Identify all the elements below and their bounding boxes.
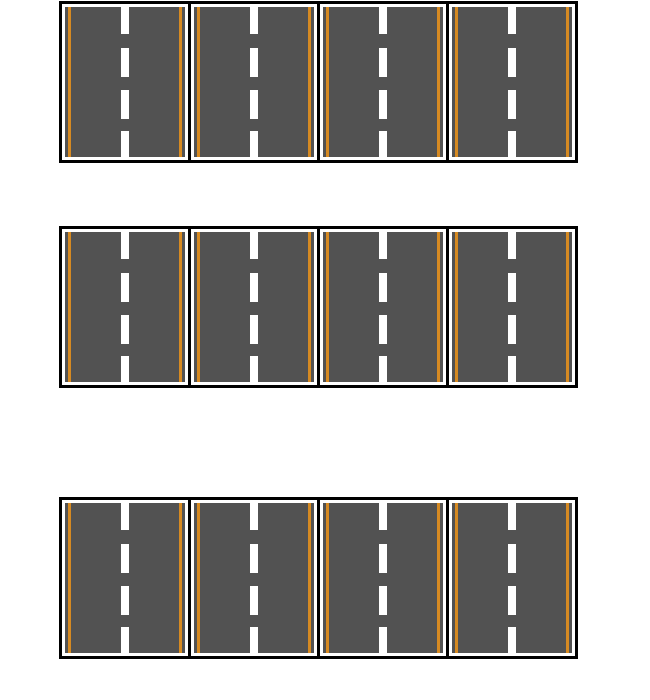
center-dash bbox=[121, 315, 129, 344]
right-edge-line bbox=[308, 503, 311, 653]
road-tile[interactable] bbox=[191, 500, 320, 656]
road-row-1 bbox=[59, 1, 578, 163]
center-dash bbox=[379, 273, 387, 302]
center-dash bbox=[121, 501, 129, 530]
center-dash bbox=[508, 356, 516, 385]
center-dash bbox=[508, 544, 516, 573]
center-dash bbox=[379, 356, 387, 385]
center-dash bbox=[121, 230, 129, 259]
center-dash bbox=[508, 131, 516, 160]
center-dash bbox=[250, 273, 258, 302]
center-dash bbox=[250, 5, 258, 34]
right-edge-line bbox=[437, 7, 440, 157]
center-dash bbox=[508, 5, 516, 34]
center-dash bbox=[379, 90, 387, 119]
asphalt bbox=[452, 5, 572, 160]
center-dash bbox=[508, 586, 516, 615]
right-edge-line bbox=[566, 232, 569, 382]
left-edge-line bbox=[197, 7, 200, 157]
road-tile[interactable] bbox=[62, 4, 191, 160]
center-dash bbox=[250, 315, 258, 344]
road-tile[interactable] bbox=[191, 4, 320, 160]
asphalt bbox=[65, 5, 185, 160]
center-dash bbox=[379, 5, 387, 34]
road-tile[interactable] bbox=[320, 229, 449, 385]
right-edge-line bbox=[179, 503, 182, 653]
right-edge-line bbox=[308, 232, 311, 382]
center-dash bbox=[379, 501, 387, 530]
road-row-3 bbox=[59, 497, 578, 659]
center-dash bbox=[250, 90, 258, 119]
left-edge-line bbox=[68, 7, 71, 157]
center-dash bbox=[508, 501, 516, 530]
center-dash bbox=[379, 131, 387, 160]
center-dash bbox=[508, 273, 516, 302]
center-dash bbox=[121, 544, 129, 573]
asphalt bbox=[452, 501, 572, 656]
center-dash bbox=[508, 230, 516, 259]
road-tile[interactable] bbox=[191, 229, 320, 385]
road-row-2 bbox=[59, 226, 578, 388]
center-dash bbox=[250, 48, 258, 77]
left-edge-line bbox=[197, 503, 200, 653]
road-tile[interactable] bbox=[449, 4, 575, 160]
asphalt bbox=[194, 230, 314, 385]
asphalt bbox=[452, 230, 572, 385]
asphalt bbox=[65, 501, 185, 656]
left-edge-line bbox=[197, 232, 200, 382]
center-dash bbox=[379, 48, 387, 77]
right-edge-line bbox=[179, 7, 182, 157]
center-dash bbox=[121, 586, 129, 615]
center-dash bbox=[250, 131, 258, 160]
center-dash bbox=[121, 131, 129, 160]
right-edge-line bbox=[308, 7, 311, 157]
center-dash bbox=[379, 586, 387, 615]
center-dash bbox=[250, 586, 258, 615]
right-edge-line bbox=[437, 503, 440, 653]
left-edge-line bbox=[455, 7, 458, 157]
center-dash bbox=[250, 627, 258, 656]
center-dash bbox=[121, 273, 129, 302]
asphalt bbox=[323, 501, 443, 656]
right-edge-line bbox=[566, 503, 569, 653]
asphalt bbox=[323, 230, 443, 385]
center-dash bbox=[250, 230, 258, 259]
right-edge-line bbox=[437, 232, 440, 382]
left-edge-line bbox=[68, 503, 71, 653]
center-dash bbox=[250, 544, 258, 573]
left-edge-line bbox=[326, 503, 329, 653]
center-dash bbox=[250, 356, 258, 385]
road-tile[interactable] bbox=[320, 4, 449, 160]
right-edge-line bbox=[566, 7, 569, 157]
asphalt bbox=[323, 5, 443, 160]
center-dash bbox=[250, 501, 258, 530]
road-tile[interactable] bbox=[320, 500, 449, 656]
center-dash bbox=[508, 627, 516, 656]
center-dash bbox=[508, 315, 516, 344]
center-dash bbox=[379, 230, 387, 259]
road-tile[interactable] bbox=[62, 229, 191, 385]
center-dash bbox=[121, 356, 129, 385]
center-dash bbox=[508, 48, 516, 77]
left-edge-line bbox=[326, 7, 329, 157]
center-dash bbox=[379, 315, 387, 344]
asphalt bbox=[194, 5, 314, 160]
asphalt bbox=[65, 230, 185, 385]
center-dash bbox=[379, 544, 387, 573]
center-dash bbox=[508, 90, 516, 119]
road-tile[interactable] bbox=[62, 500, 191, 656]
center-dash bbox=[121, 5, 129, 34]
left-edge-line bbox=[455, 503, 458, 653]
center-dash bbox=[121, 48, 129, 77]
road-tile[interactable] bbox=[449, 229, 575, 385]
center-dash bbox=[121, 90, 129, 119]
right-edge-line bbox=[179, 232, 182, 382]
left-edge-line bbox=[326, 232, 329, 382]
asphalt bbox=[194, 501, 314, 656]
left-edge-line bbox=[68, 232, 71, 382]
center-dash bbox=[379, 627, 387, 656]
left-edge-line bbox=[455, 232, 458, 382]
center-dash bbox=[121, 627, 129, 656]
road-tile[interactable] bbox=[449, 500, 575, 656]
